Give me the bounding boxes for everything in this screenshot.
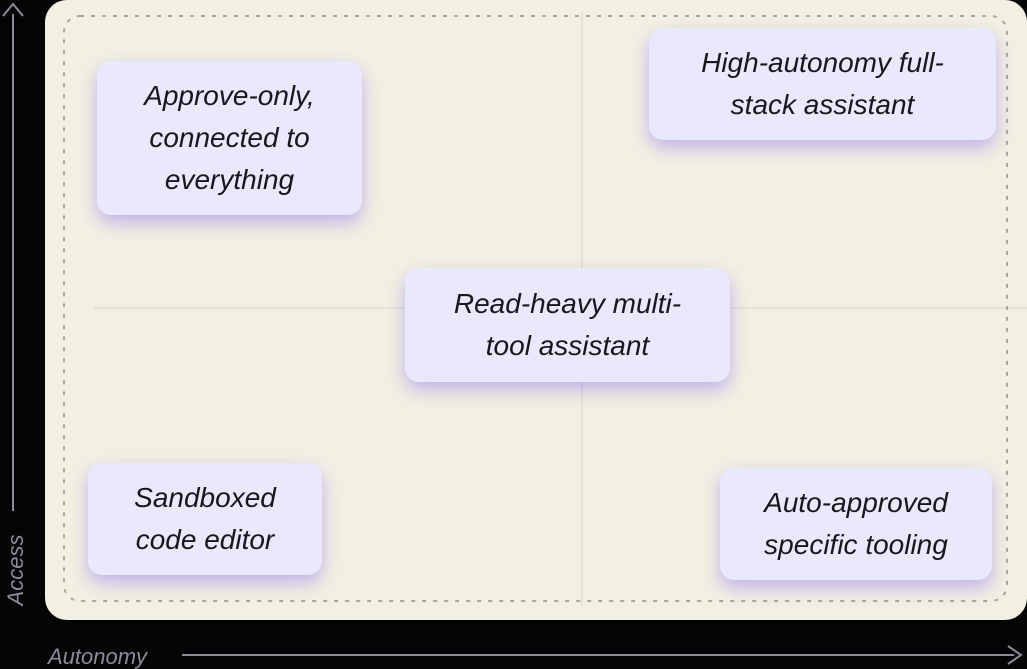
y-axis-label: Access [3, 534, 28, 606]
x-axis-label: Autonomy [48, 644, 148, 669]
y-axis-arrow [2, 2, 24, 511]
x-axis-arrow [182, 645, 1023, 665]
card-sandboxed-code-editor: Sandboxed code editor [88, 463, 322, 575]
dashed-boundary [63, 15, 1008, 602]
card-auto-approved-tooling: Auto-approved specific tooling [720, 468, 992, 580]
card-high-autonomy-full-stack: High-autonomy full- stack assistant [649, 28, 996, 140]
card-read-heavy-multi-tool: Read-heavy multi- tool assistant [405, 268, 730, 382]
card-approve-only-connected: Approve-only, connected to everything [97, 61, 362, 215]
